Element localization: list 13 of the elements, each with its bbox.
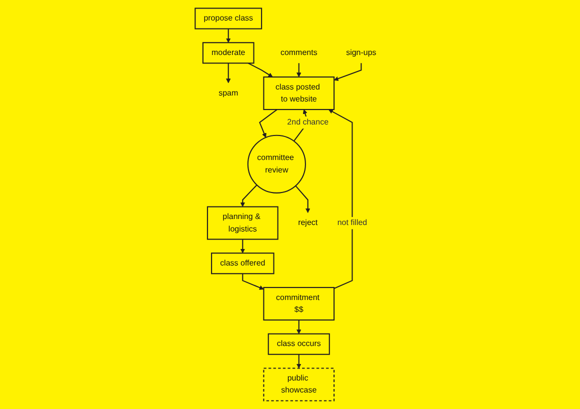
arrow	[240, 184, 258, 207]
arrow	[242, 274, 264, 290]
arrow	[296, 63, 302, 78]
arrow	[334, 63, 362, 81]
arrow	[295, 185, 310, 213]
arrow	[240, 239, 245, 254]
arrow	[296, 354, 302, 368]
arrow	[226, 28, 231, 43]
arrow	[328, 109, 353, 289]
arrow	[248, 62, 273, 78]
arrow	[296, 320, 302, 334]
arrow	[259, 109, 278, 138]
arrow	[226, 63, 231, 84]
